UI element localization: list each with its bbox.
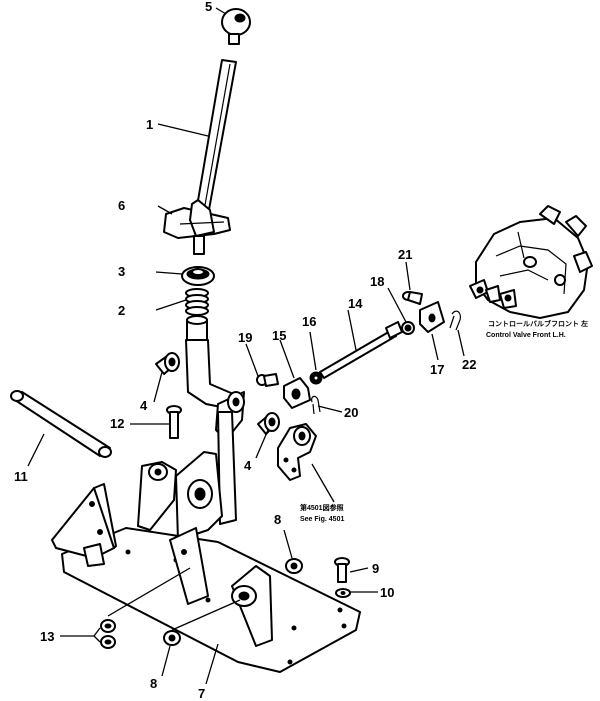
clevis-17 bbox=[419, 301, 445, 333]
callout-16: 16 bbox=[302, 314, 316, 329]
nut-18 bbox=[401, 321, 415, 335]
callout-22: 22 bbox=[462, 357, 476, 372]
callout-5: 5 bbox=[205, 0, 212, 14]
bolt-9 bbox=[334, 557, 350, 583]
cotter-pin-20 bbox=[311, 395, 321, 415]
callout-10: 10 bbox=[380, 585, 394, 600]
bushing-8-upper bbox=[285, 558, 303, 574]
knob bbox=[221, 8, 251, 45]
valve-note-en: Control Valve Front L.H. bbox=[486, 332, 566, 339]
callout-15: 15 bbox=[272, 328, 286, 343]
bushing-lower bbox=[257, 412, 280, 435]
base-plate bbox=[61, 527, 361, 673]
callout-2: 2 bbox=[118, 303, 125, 318]
callout-7: 7 bbox=[198, 686, 205, 701]
fig-ref-jp: 第4501図参照 bbox=[300, 503, 344, 512]
bracket-left bbox=[51, 483, 117, 567]
callout-8a: 8 bbox=[274, 512, 281, 527]
valve-note-jp: コントロールバルブフロント 左 bbox=[488, 319, 588, 328]
control-valve bbox=[469, 205, 593, 319]
callout-3: 3 bbox=[118, 264, 125, 279]
callout-labels: 1 2 3 4 4 5 6 7 8 8 9 10 11 12 13 14 15 … bbox=[14, 0, 476, 701]
leader-lines bbox=[27, 7, 465, 685]
pin-rod bbox=[10, 390, 112, 458]
callout-11: 11 bbox=[14, 469, 28, 484]
bracket-right bbox=[231, 565, 273, 647]
washer-10 bbox=[335, 588, 351, 598]
bolt-12 bbox=[166, 405, 182, 439]
boot bbox=[163, 199, 231, 255]
callout-17: 17 bbox=[430, 362, 444, 377]
nut-upper bbox=[100, 619, 116, 633]
pin-21 bbox=[402, 291, 423, 305]
linkage-arm bbox=[277, 423, 317, 481]
callout-6: 6 bbox=[118, 198, 125, 213]
clevis-15 bbox=[283, 377, 311, 409]
callout-21: 21 bbox=[398, 247, 412, 262]
callout-1: 1 bbox=[146, 117, 153, 132]
callout-9: 9 bbox=[372, 561, 379, 576]
callout-4a: 4 bbox=[140, 398, 148, 413]
notes: コントロールバルブフロント 左 Control Valve Front L.H.… bbox=[300, 319, 588, 523]
callout-19: 19 bbox=[238, 330, 252, 345]
callout-20: 20 bbox=[344, 405, 358, 420]
callout-14: 14 bbox=[348, 296, 363, 311]
callout-18: 18 bbox=[370, 274, 384, 289]
spring bbox=[185, 288, 209, 316]
bushing-8-lower bbox=[163, 630, 181, 646]
callout-13: 13 bbox=[40, 629, 54, 644]
callout-8b: 8 bbox=[150, 676, 157, 691]
callout-12: 12 bbox=[110, 416, 124, 431]
cotter-pin-22 bbox=[449, 310, 461, 331]
rod-14 bbox=[319, 321, 403, 379]
cap bbox=[181, 266, 215, 286]
callout-4b: 4 bbox=[244, 458, 252, 473]
bracket-center bbox=[137, 451, 223, 605]
fig-ref-en: See Fig. 4501 bbox=[300, 516, 344, 523]
nut-16 bbox=[309, 371, 323, 385]
bushing-upper bbox=[155, 352, 180, 375]
bolt-19 bbox=[256, 373, 279, 387]
nut-lower bbox=[100, 635, 116, 649]
